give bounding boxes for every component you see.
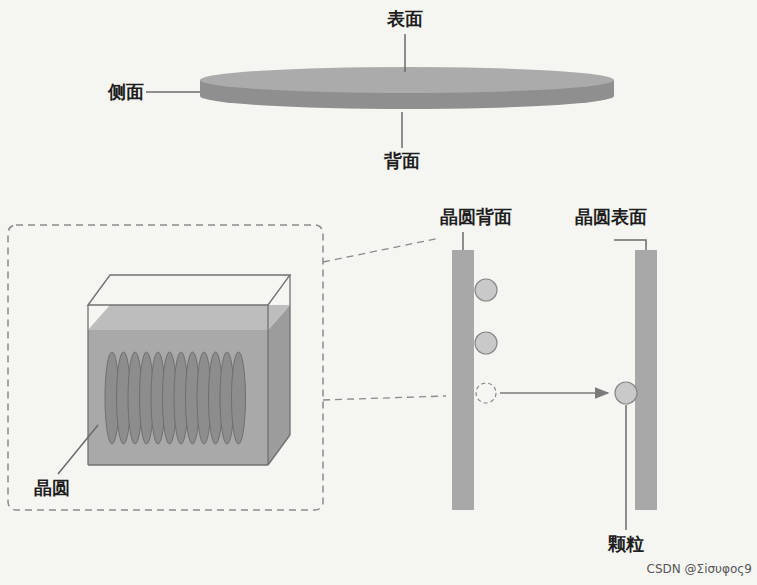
wafer-front-label: 晶圆表面 [575, 207, 647, 227]
particle-label: 颗粒 [608, 534, 644, 554]
leader-line [614, 240, 646, 250]
particle-ghost [476, 383, 496, 403]
leader-line [404, 34, 406, 72]
wafer-front-bar [635, 250, 657, 510]
leader-line [625, 405, 627, 530]
leader-line [58, 425, 98, 474]
leader-line [401, 112, 403, 148]
zoom-line [323, 396, 446, 400]
leader-line [462, 232, 464, 250]
particle [475, 332, 497, 354]
inset-frame [8, 225, 323, 510]
back-label: 背面 [384, 151, 420, 171]
side-label: 侧面 [108, 82, 144, 102]
zoom-line [323, 238, 440, 262]
particle [475, 279, 497, 301]
particle [615, 382, 637, 404]
cleaning-tank [88, 275, 290, 465]
wafer-disk [200, 67, 614, 109]
wafer-back-label: 晶圆背面 [440, 207, 512, 227]
watermark: CSDN @Σiσυφος9 [647, 563, 752, 576]
wafer-slice [232, 352, 246, 444]
wafer-back-bar [452, 250, 474, 510]
transfer-arrow [500, 392, 608, 394]
leader-line [146, 91, 200, 93]
wafer-label: 晶圆 [34, 478, 70, 498]
surface-label: 表面 [387, 9, 423, 29]
